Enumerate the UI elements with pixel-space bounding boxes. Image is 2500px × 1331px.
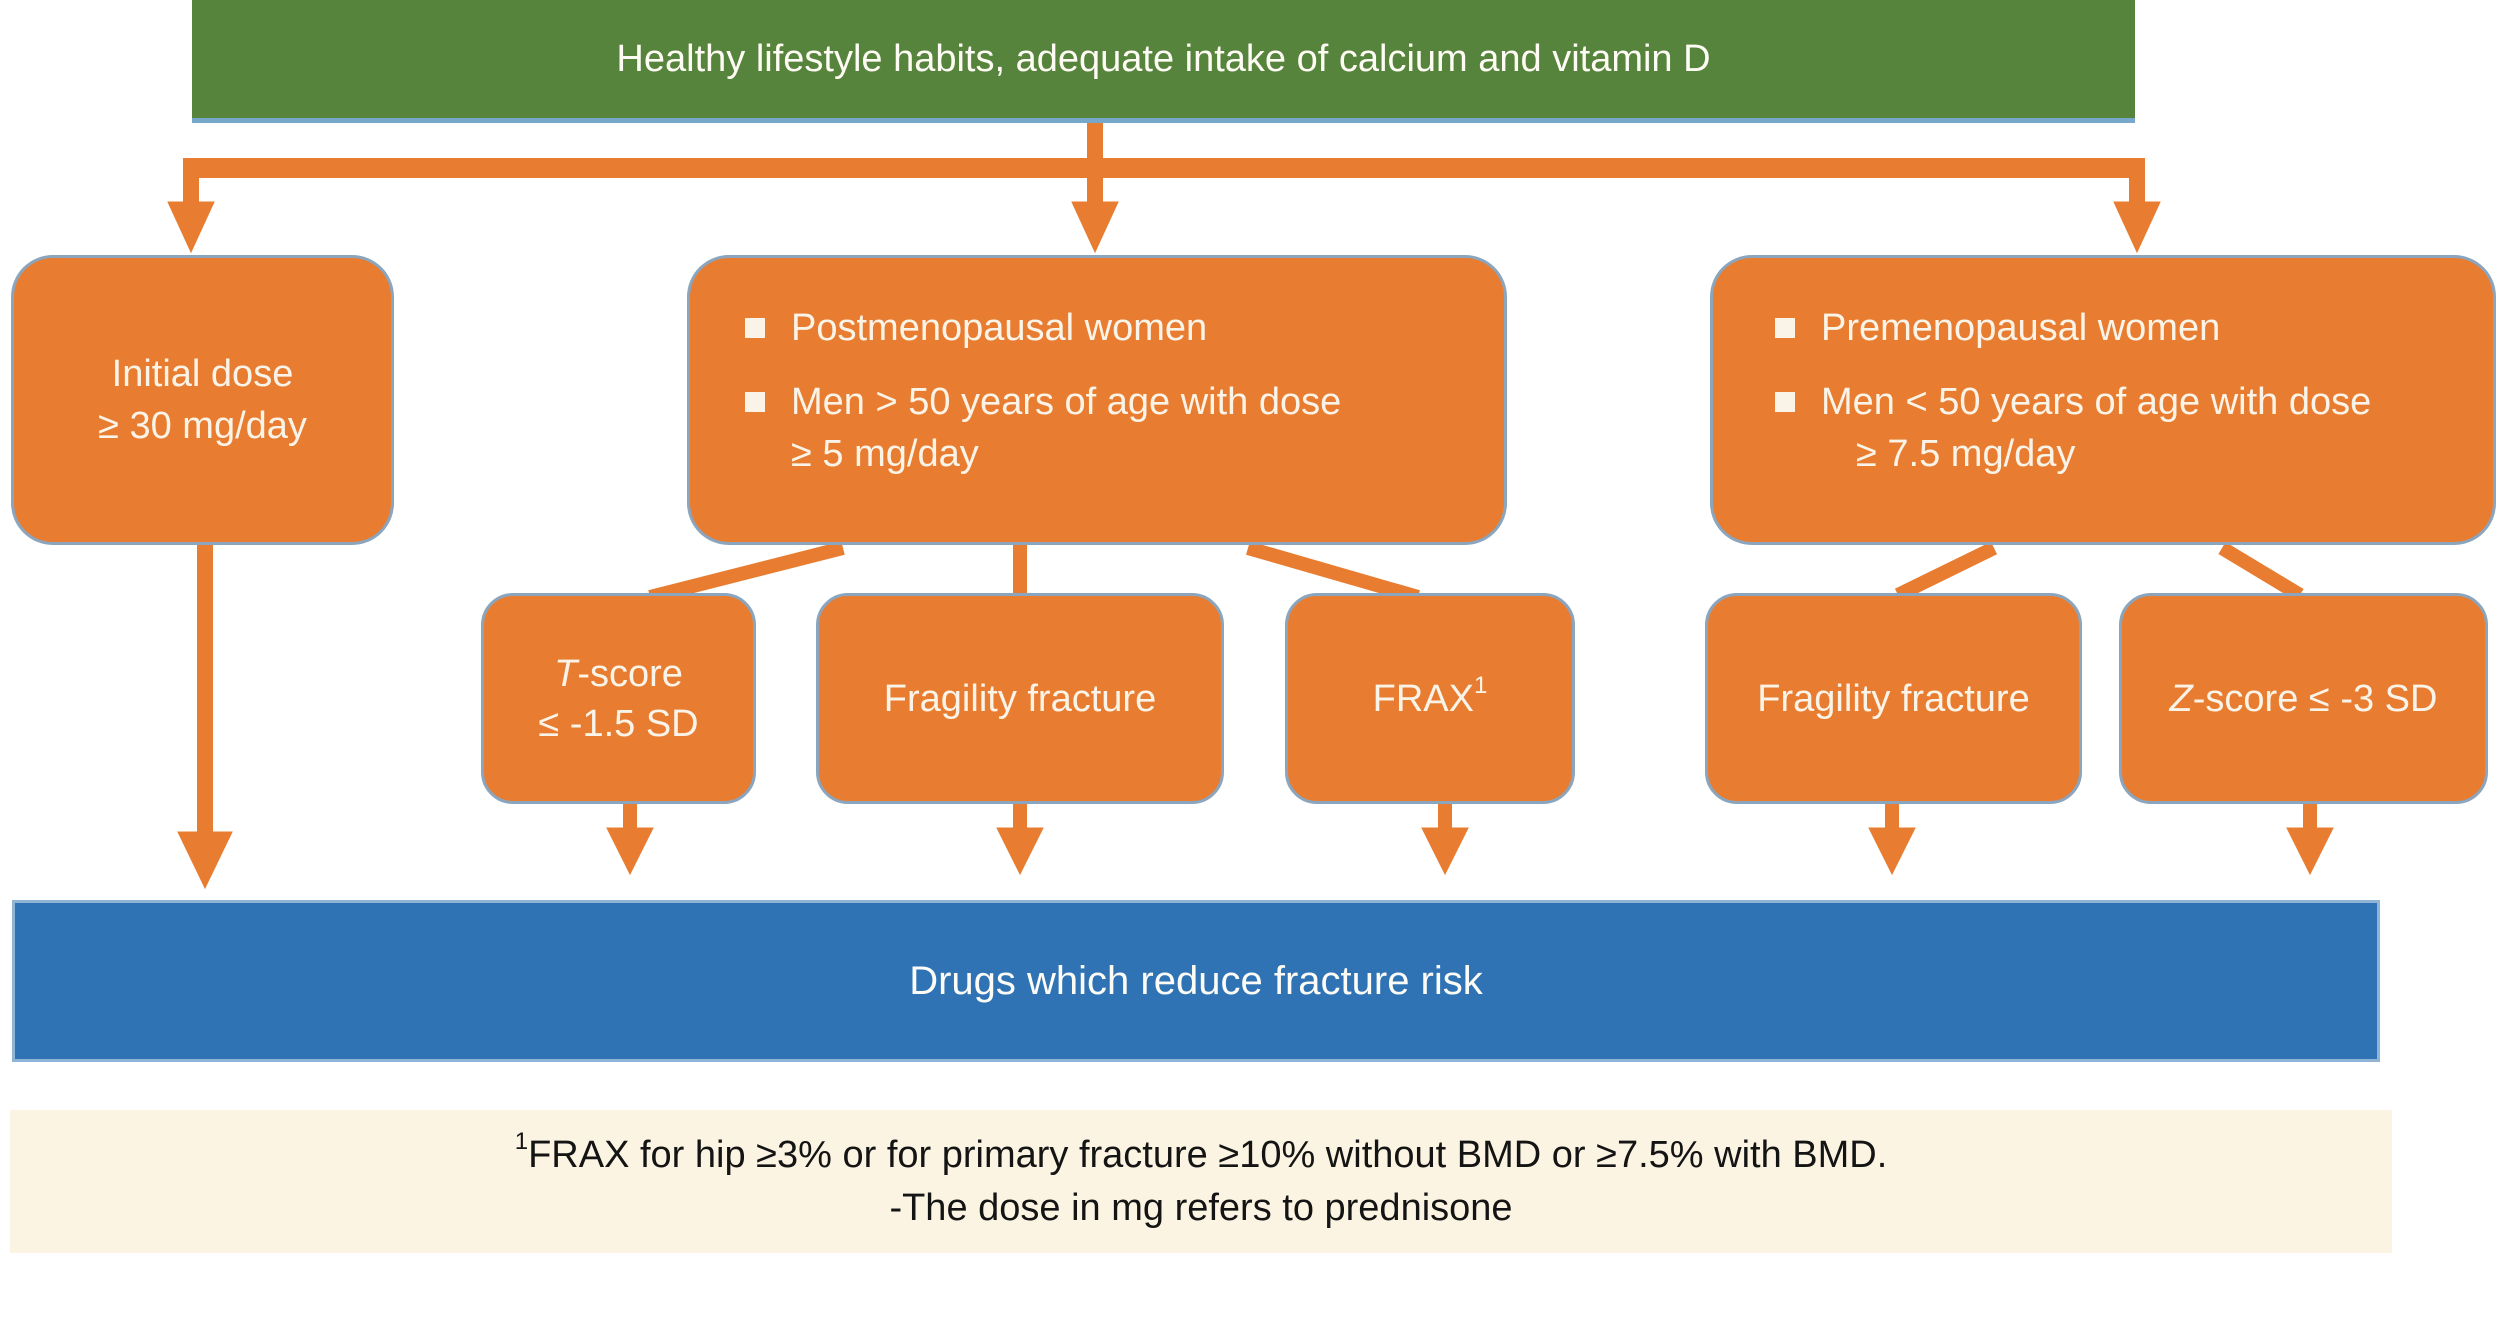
node-fragility-fracture-right: Fragility fracture	[1705, 593, 2082, 804]
arrow-down-icon	[1071, 201, 1119, 254]
drugs-banner-label: Drugs which reduce fracture risk	[909, 958, 1483, 1003]
bullet-item: Men > 50 years of age with dose ≥ 5 mg/d…	[745, 376, 1474, 480]
bullet-item: Men < 50 years of age with dose ≥ 7.5 mg…	[1775, 376, 2473, 480]
frax-footnote-marker: 1	[1474, 671, 1488, 699]
arrow-down-icon	[606, 827, 654, 876]
footnote-line-1: 1FRAX for hip ≥3% or for primary fractur…	[514, 1127, 1888, 1176]
bullet-square-icon	[1775, 392, 1795, 412]
footnote-marker: 1	[514, 1127, 529, 1155]
bullet-square-icon	[1775, 318, 1795, 338]
node-premenopausal-group: Premenopausal women Men < 50 years of ag…	[1710, 255, 2496, 545]
arrow-down-icon	[1868, 827, 1916, 876]
node-initial-dose: Initial dose ≥ 30 mg/day	[11, 255, 394, 545]
connector-group	[167, 118, 2334, 890]
node-initial-dose-text: Initial dose ≥ 30 mg/day	[98, 353, 307, 447]
arrow-down-icon	[2286, 827, 2334, 876]
drugs-banner: Drugs which reduce fracture risk	[12, 900, 2380, 1062]
node-fragility-fracture-mid: Fragility fracture	[816, 593, 1224, 804]
arrow-down-icon	[177, 831, 233, 890]
lifestyle-banner: Healthy lifestyle habits, adequate intak…	[192, 0, 2135, 123]
bullet-square-icon	[745, 392, 765, 412]
node-postmenopausal-group: Postmenopausal women Men > 50 years of a…	[687, 255, 1507, 545]
node-z-score: Z-score ≤ -3 SD	[2119, 593, 2488, 804]
arrow-down-icon	[996, 827, 1044, 876]
arrow-down-icon	[1421, 827, 1469, 876]
arrow-down-icon	[2113, 201, 2161, 254]
footnote-line-2: -The dose in mg refers to prednisone	[889, 1186, 1513, 1229]
arrow-down-icon	[167, 201, 215, 254]
bullet-item: Premenopausal women	[1775, 302, 2473, 354]
lifestyle-banner-label: Healthy lifestyle habits, adequate intak…	[616, 37, 1711, 80]
node-frax: FRAX1	[1285, 593, 1575, 804]
footnote-box: 1FRAX for hip ≥3% or for primary fractur…	[10, 1110, 2392, 1253]
bullet-square-icon	[745, 318, 765, 338]
node-t-score: T-score ≤ -1.5 SD	[481, 593, 756, 804]
bullet-item: Postmenopausal women	[745, 302, 1474, 354]
node-t-score-text: T-score ≤ -1.5 SD	[538, 652, 699, 745]
